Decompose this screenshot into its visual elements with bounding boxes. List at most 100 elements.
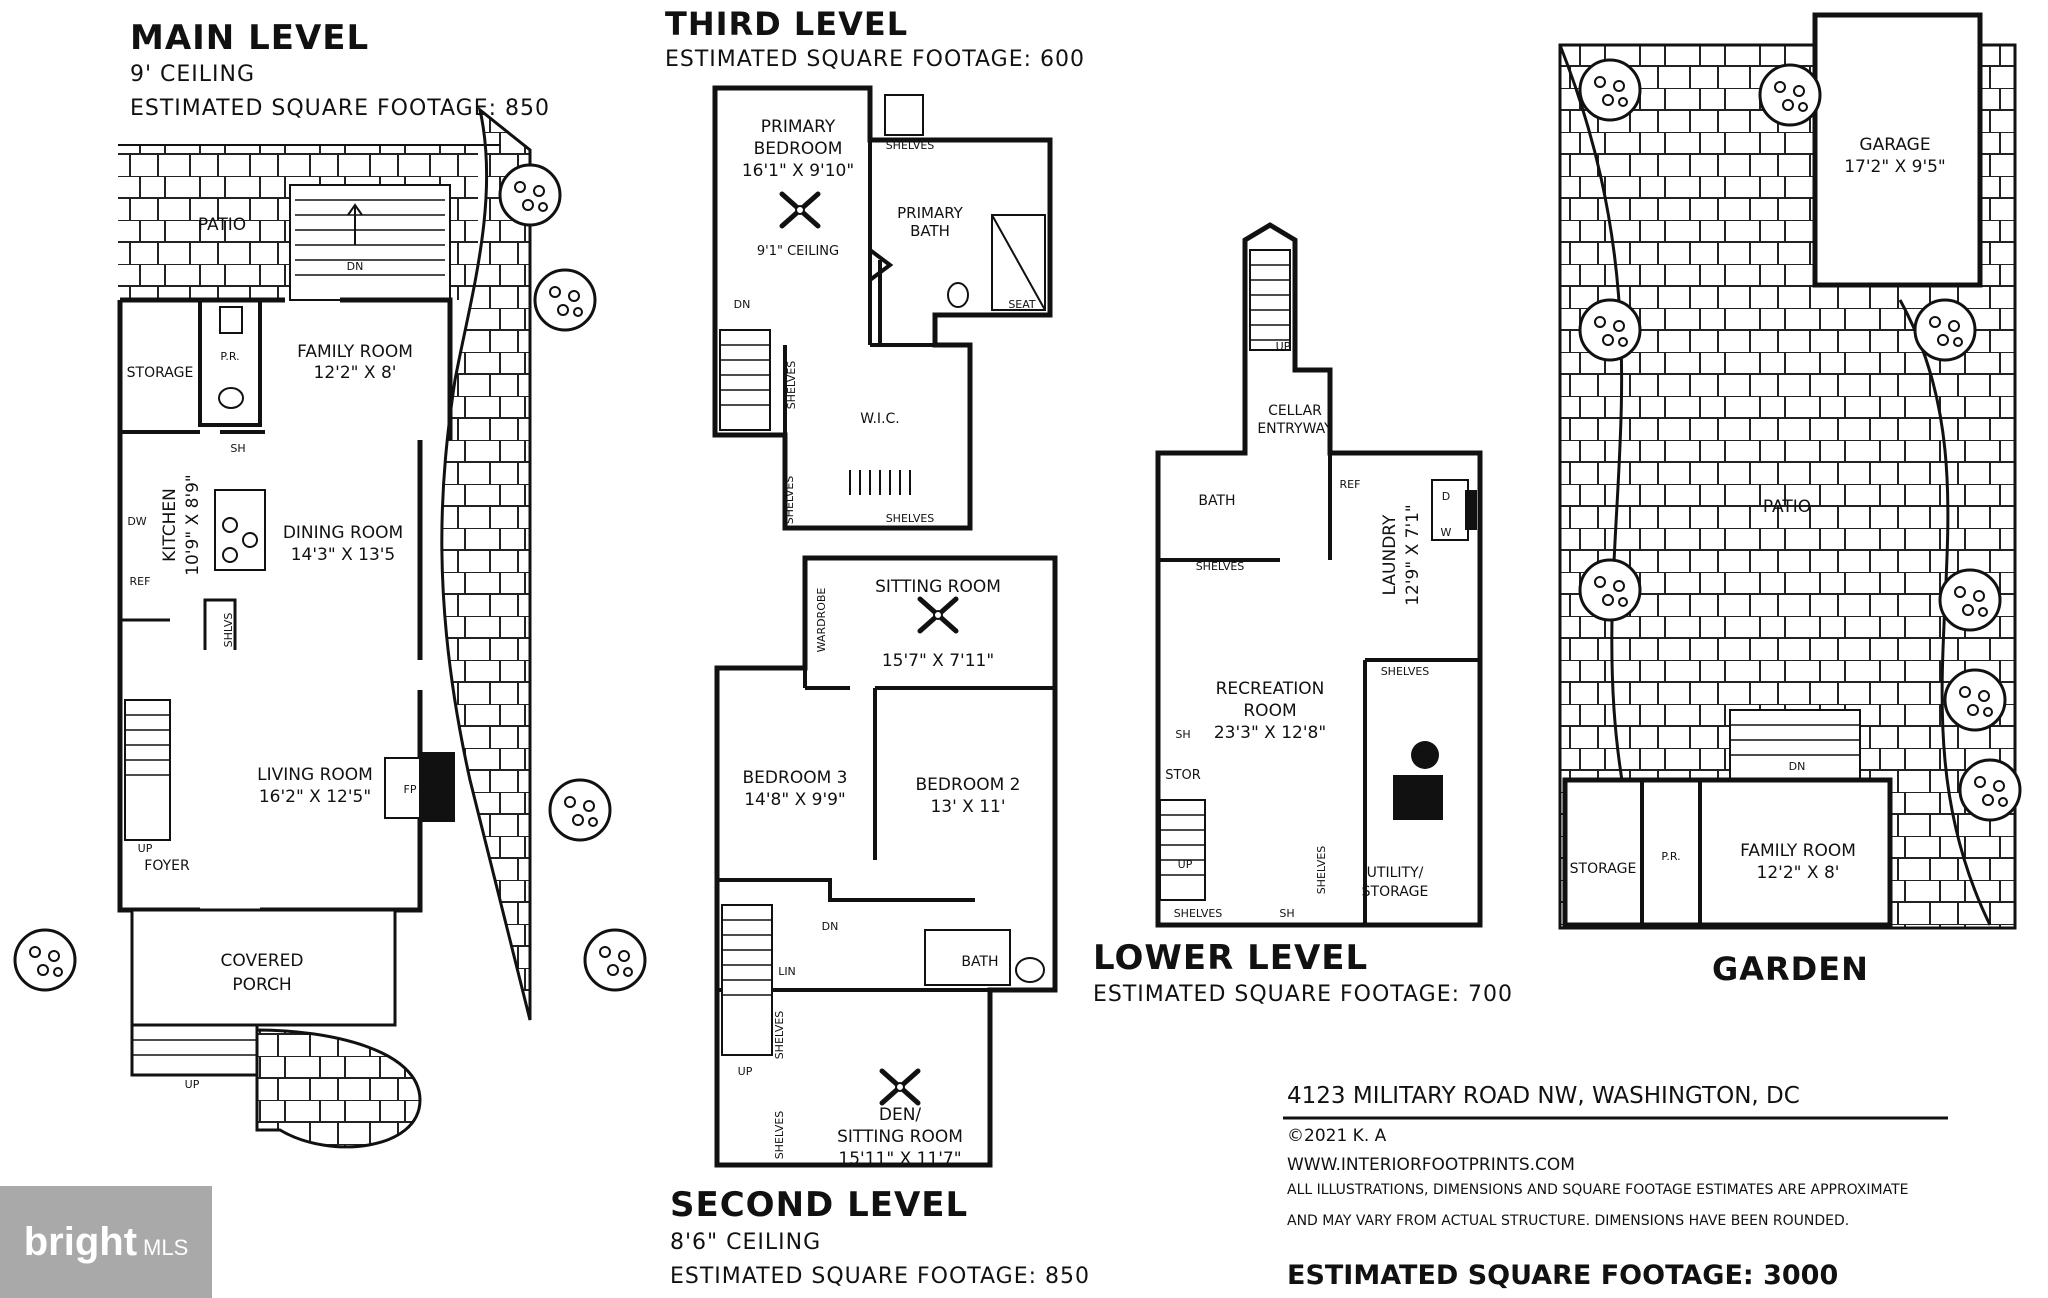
third-shelves-bottom-label: SHELVES xyxy=(886,512,935,525)
second-den-dim: 15'11" X 11'7" xyxy=(838,1149,961,1169)
second-bath-label: BATH xyxy=(961,954,998,970)
third-shelves-top-label: SHELVES xyxy=(886,139,935,152)
main-dining-room-dim: 14'3" X 13'5 xyxy=(291,545,396,565)
second-level-sqft: ESTIMATED SQUARE FOOTAGE: 850 xyxy=(670,1264,1091,1289)
lower-utility-label-1: UTILITY/ xyxy=(1367,865,1424,881)
lower-level-sqft: ESTIMATED SQUARE FOOTAGE: 700 xyxy=(1093,982,1514,1007)
garden-plan xyxy=(1558,12,2022,930)
main-dining-room-label: DINING ROOM xyxy=(283,523,403,543)
total-sqft: ESTIMATED SQUARE FOOTAGE: 3000 xyxy=(1287,1260,1839,1291)
lower-laundry-dim: 12'9" X 7'1" xyxy=(1403,504,1423,606)
second-lin-label: LIN xyxy=(778,965,796,978)
garden-dn-label: DN xyxy=(1789,760,1806,773)
third-seat-label: SEAT xyxy=(1008,298,1036,311)
lower-recreation-dim: 23'3" X 12'8" xyxy=(1214,723,1326,743)
bright-mls-logo: bright MLS xyxy=(0,1186,212,1298)
second-shelves-b-label: SHELVES xyxy=(773,1111,786,1160)
lower-shelves-c-label: SHELVES xyxy=(1174,907,1223,920)
third-level-title: THIRD LEVEL xyxy=(665,5,909,43)
third-wic-label: W.I.C. xyxy=(860,411,900,427)
third-primary-bath-label-2: BATH xyxy=(910,222,950,240)
garden-pr-label: P.R. xyxy=(1661,850,1680,863)
main-level-title: MAIN LEVEL xyxy=(130,18,370,58)
main-kitchen-dim: 10'9" X 8'9" xyxy=(183,474,203,576)
main-pr-label: P.R. xyxy=(220,350,239,363)
copyright: ©2021 K. A xyxy=(1287,1126,1387,1146)
main-shlvs-label: SHLVS xyxy=(222,613,235,648)
lower-d-label: D xyxy=(1442,490,1450,503)
main-foyer-label: FOYER xyxy=(144,858,190,874)
lower-bath-label: BATH xyxy=(1198,493,1235,509)
garden-storage-label: STORAGE xyxy=(1570,861,1637,877)
third-primary-bedroom-dim: 16'1" X 9'10" xyxy=(742,161,854,181)
second-sitting-room-label: SITTING ROOM xyxy=(875,577,1001,597)
second-sitting-room-dim: 15'7" X 7'11" xyxy=(882,651,994,671)
lower-shelves-v-label: SHELVES xyxy=(1315,846,1328,895)
main-ref-label: REF xyxy=(130,575,151,588)
main-living-room-label: LIVING ROOM xyxy=(257,765,373,785)
property-address: 4123 MILITARY ROAD NW, WASHINGTON, DC xyxy=(1287,1083,1800,1109)
third-shelves-low-label: SHELVES xyxy=(783,476,796,525)
second-level-plan xyxy=(714,555,1058,1168)
garden-garage-dim: 17'2" X 9'5" xyxy=(1844,157,1946,177)
main-family-room-dim: 12'2" X 8' xyxy=(314,363,397,383)
garden-garage-label: GARAGE xyxy=(1859,135,1930,155)
lower-level-plan xyxy=(1155,222,1483,928)
garden-family-room-dim: 12'2" X 8' xyxy=(1757,863,1840,883)
lower-cellar-label-1: CELLAR xyxy=(1268,403,1322,419)
main-fp-label: FP xyxy=(404,783,417,796)
disclaimer-line-2: AND MAY VARY FROM ACTUAL STRUCTURE. DIME… xyxy=(1287,1213,1850,1229)
logo-suffix: MLS xyxy=(143,1235,189,1260)
lower-utility-label-2: STORAGE xyxy=(1362,884,1429,900)
main-sh-label: SH xyxy=(230,442,245,455)
disclaimer-line-1: ALL ILLUSTRATIONS, DIMENSIONS AND SQUARE… xyxy=(1287,1182,1909,1198)
main-covered-porch-label-2: PORCH xyxy=(232,975,291,995)
third-level-sqft: ESTIMATED SQUARE FOOTAGE: 600 xyxy=(665,47,1086,72)
third-primary-bedroom-label-2: BEDROOM xyxy=(754,139,843,159)
lower-recreation-label-1: RECREATION xyxy=(1216,679,1325,699)
main-level-ceiling: 9' CEILING xyxy=(130,62,256,87)
lower-stor-label: STOR xyxy=(1165,768,1200,783)
third-ceiling-label: 9'1" CEILING xyxy=(757,244,839,259)
third-level-plan xyxy=(712,85,1053,531)
second-bedroom3-dim: 14'8" X 9'9" xyxy=(744,790,846,810)
second-bedroom2-label: BEDROOM 2 xyxy=(916,775,1021,795)
second-bedroom3-label: BEDROOM 3 xyxy=(743,768,848,788)
third-primary-bath-label-1: PRIMARY xyxy=(897,204,964,222)
main-level-sqft: ESTIMATED SQUARE FOOTAGE: 850 xyxy=(130,96,551,121)
lower-sh-label: SH xyxy=(1175,728,1190,741)
second-level-ceiling: 8'6" CEILING xyxy=(670,1230,822,1255)
lower-shelves-a-label: SHELVES xyxy=(1196,560,1245,573)
second-dn-label: DN xyxy=(822,920,839,933)
garden-family-room-label: FAMILY ROOM xyxy=(1740,841,1856,861)
second-level-title: SECOND LEVEL xyxy=(670,1185,969,1225)
second-up-label: UP xyxy=(738,1065,753,1078)
lower-cellar-label-2: ENTRYWAY xyxy=(1257,421,1333,437)
second-wardrobe-label: WARDROBE xyxy=(815,588,828,653)
lower-level-title: LOWER LEVEL xyxy=(1093,938,1369,978)
main-living-room-dim: 16'2" X 12'5" xyxy=(259,787,371,807)
main-dw-label: DW xyxy=(127,515,146,528)
second-den-label-1: DEN/ xyxy=(879,1105,922,1125)
website: WWW.INTERIORFOOTPRINTS.COM xyxy=(1287,1155,1575,1175)
lower-up-label: UP xyxy=(1276,340,1291,353)
main-dn-label: DN xyxy=(347,260,364,273)
main-kitchen-label: KITCHEN xyxy=(160,488,180,562)
third-primary-bedroom-label-1: PRIMARY xyxy=(761,117,836,137)
room-labels: PATIO DN STORAGE P.R. FAMILY ROOM 12'2" … xyxy=(127,117,1946,1169)
main-patio-label: PATIO xyxy=(198,215,246,235)
main-storage-label: STORAGE xyxy=(127,365,194,381)
lower-laundry-label: LAUNDRY xyxy=(1380,514,1400,595)
garden-patio-label: PATIO xyxy=(1763,497,1811,517)
lower-sh-b-label: SH xyxy=(1279,907,1294,920)
second-den-label-2: SITTING ROOM xyxy=(837,1127,963,1147)
lower-ref-label: REF xyxy=(1340,478,1361,491)
third-dn-label: DN xyxy=(734,298,751,311)
main-up-label: UP xyxy=(138,842,153,855)
lower-up-stair-label: UP xyxy=(1178,858,1193,871)
garden-title: GARDEN xyxy=(1712,950,1869,988)
main-covered-porch-label-1: COVERED xyxy=(221,951,304,971)
lower-shelves-b-label: SHELVES xyxy=(1381,665,1430,678)
third-shelves-v-label: SHELVES xyxy=(785,361,798,410)
